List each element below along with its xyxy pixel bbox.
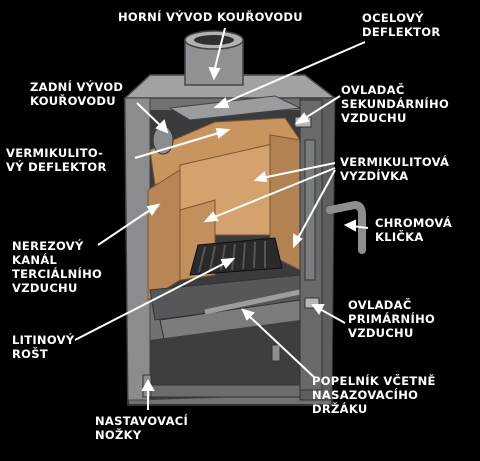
label-stainless-channel: NEREZOVÝ KANÁL TERCIÁLNÍHO VZDUCHU (12, 239, 103, 295)
vermiculite-left-wall (147, 169, 181, 301)
label-vermiculite-deflector: VERMIKULITO- VÝ DEFLEKTOR (6, 146, 107, 174)
leader-grate (74, 261, 228, 341)
left-side-panel (124, 97, 151, 401)
cast-iron-grate (189, 237, 283, 276)
label-primary-air-control: OVLADAČ PRIMÁRNÍHO VZDUCHU (348, 298, 436, 340)
leader-vermiculite-lining-3 (296, 169, 336, 241)
label-secondary-air-control: OVLADAČ SEKUNDÁRNÍHO VZDUCHU (341, 83, 450, 125)
leader-secondary-air (301, 95, 341, 121)
leader-steel-deflector (221, 41, 366, 105)
leader-vermiculite-lining-1 (261, 162, 336, 179)
leader-primary-air (317, 307, 346, 324)
label-adjustable-feet: NASTAVOVACÍ NOŽKY (95, 414, 189, 442)
label-top-flue-outlet: HORNÍ VÝVOD KOUŘOVODU (118, 10, 303, 24)
label-steel-deflector: OCELOVÝ DEFLEKTOR (362, 11, 441, 39)
chrome-handle (326, 200, 366, 254)
label-rear-flue-outlet: ZADNÍ VÝVOD KOUŘOVODU (30, 80, 124, 108)
primary-air-control (304, 297, 320, 309)
label-ash-pan: POPELNÍK VČETNĚ NASAZOVACÍHO DRŽÁKU (312, 374, 436, 416)
ash-pan-holder (204, 289, 301, 315)
label-vermiculite-lining: VERMIKULITOVÁ VYZDÍVKA (340, 155, 450, 183)
label-chrome-handle: CHROMOVÁ KLIČKA (375, 216, 453, 244)
adjustable-foot-right (271, 344, 281, 362)
leader-vermiculite-lining-2 (211, 167, 336, 219)
leader-stainless-channel (97, 207, 154, 246)
leader-lines (74, 27, 369, 410)
leader-vermiculite-deflector (134, 131, 223, 159)
leader-rear-flue (136, 102, 164, 129)
label-cast-iron-grate: LITINOVÝ ROŠT (12, 333, 75, 361)
leader-top-flue (213, 27, 226, 73)
leader-ash-pan (247, 314, 316, 379)
